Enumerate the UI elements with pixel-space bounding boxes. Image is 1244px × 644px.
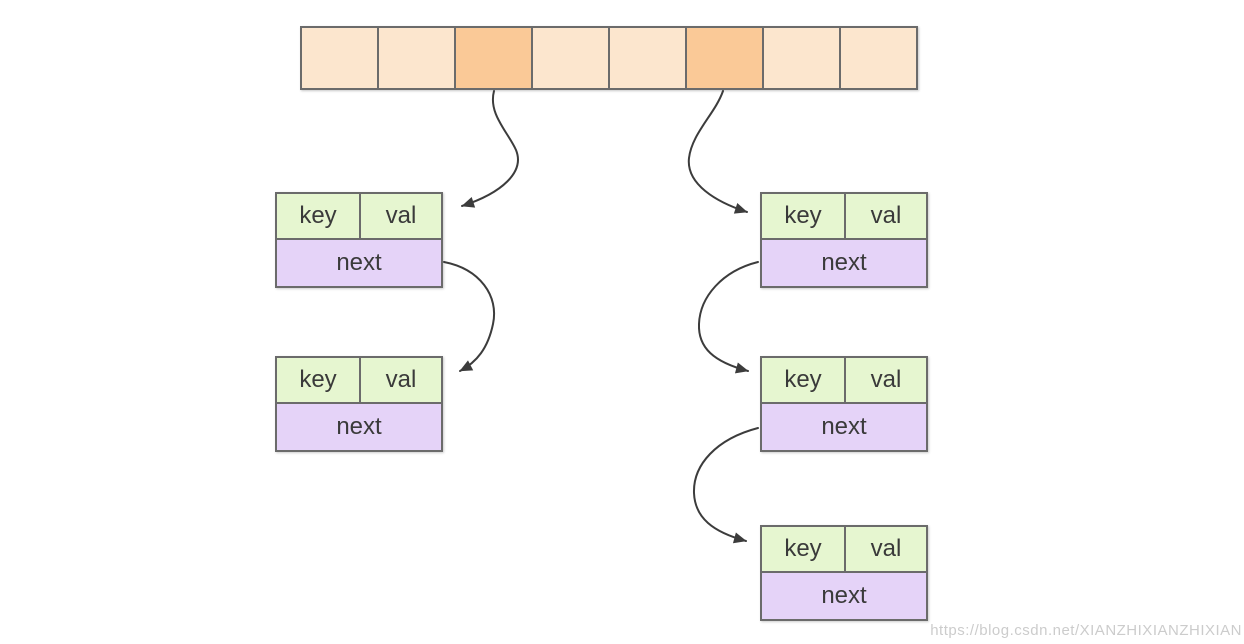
array-cell [531,26,610,90]
array-cell [608,26,687,90]
key-label: key [784,535,822,562]
key-label: key [784,366,822,393]
array-cell [685,26,764,90]
node-left-2: key val next [275,356,443,452]
next-cell: next [760,238,928,288]
node-right-2: key val next [760,356,928,452]
next-label: next [336,413,382,440]
arrow-right-node1-next [697,261,759,374]
next-label: next [821,249,867,276]
arrow-bucket5-to-chain [687,90,748,214]
array-cell [839,26,918,90]
node-left-1: key val next [275,192,443,288]
val-cell: val [359,192,443,240]
key-label: key [784,202,822,229]
next-cell: next [275,402,443,452]
arrow-right-node2-next [692,427,759,544]
val-label: val [385,366,417,393]
next-label: next [821,582,867,609]
node-right-1: key val next [760,192,928,288]
watermark: https://blog.csdn.net/XIANZHIXIANZHIXIAN [930,622,1242,639]
array-cell [762,26,841,90]
arrow-bucket2-to-chain [461,90,519,208]
key-cell: key [760,356,846,404]
next-label: next [336,249,382,276]
array-cell [377,26,456,90]
val-label: val [870,366,902,393]
val-cell: val [359,356,443,404]
val-cell: val [844,192,928,240]
key-cell: key [760,525,846,573]
next-cell: next [760,571,928,621]
arrow-left-node1-next [443,261,496,372]
array-cell [454,26,533,90]
node-right-3: key val next [760,525,928,621]
bucket-array [300,26,918,90]
next-label: next [821,413,867,440]
next-cell: next [275,238,443,288]
key-label: key [299,202,337,229]
key-cell: key [275,192,361,240]
array-cell [300,26,379,90]
next-cell: next [760,402,928,452]
val-label: val [870,202,902,229]
val-label: val [385,202,417,229]
val-cell: val [844,356,928,404]
val-cell: val [844,525,928,573]
key-label: key [299,366,337,393]
val-label: val [870,535,902,562]
key-cell: key [275,356,361,404]
key-cell: key [760,192,846,240]
